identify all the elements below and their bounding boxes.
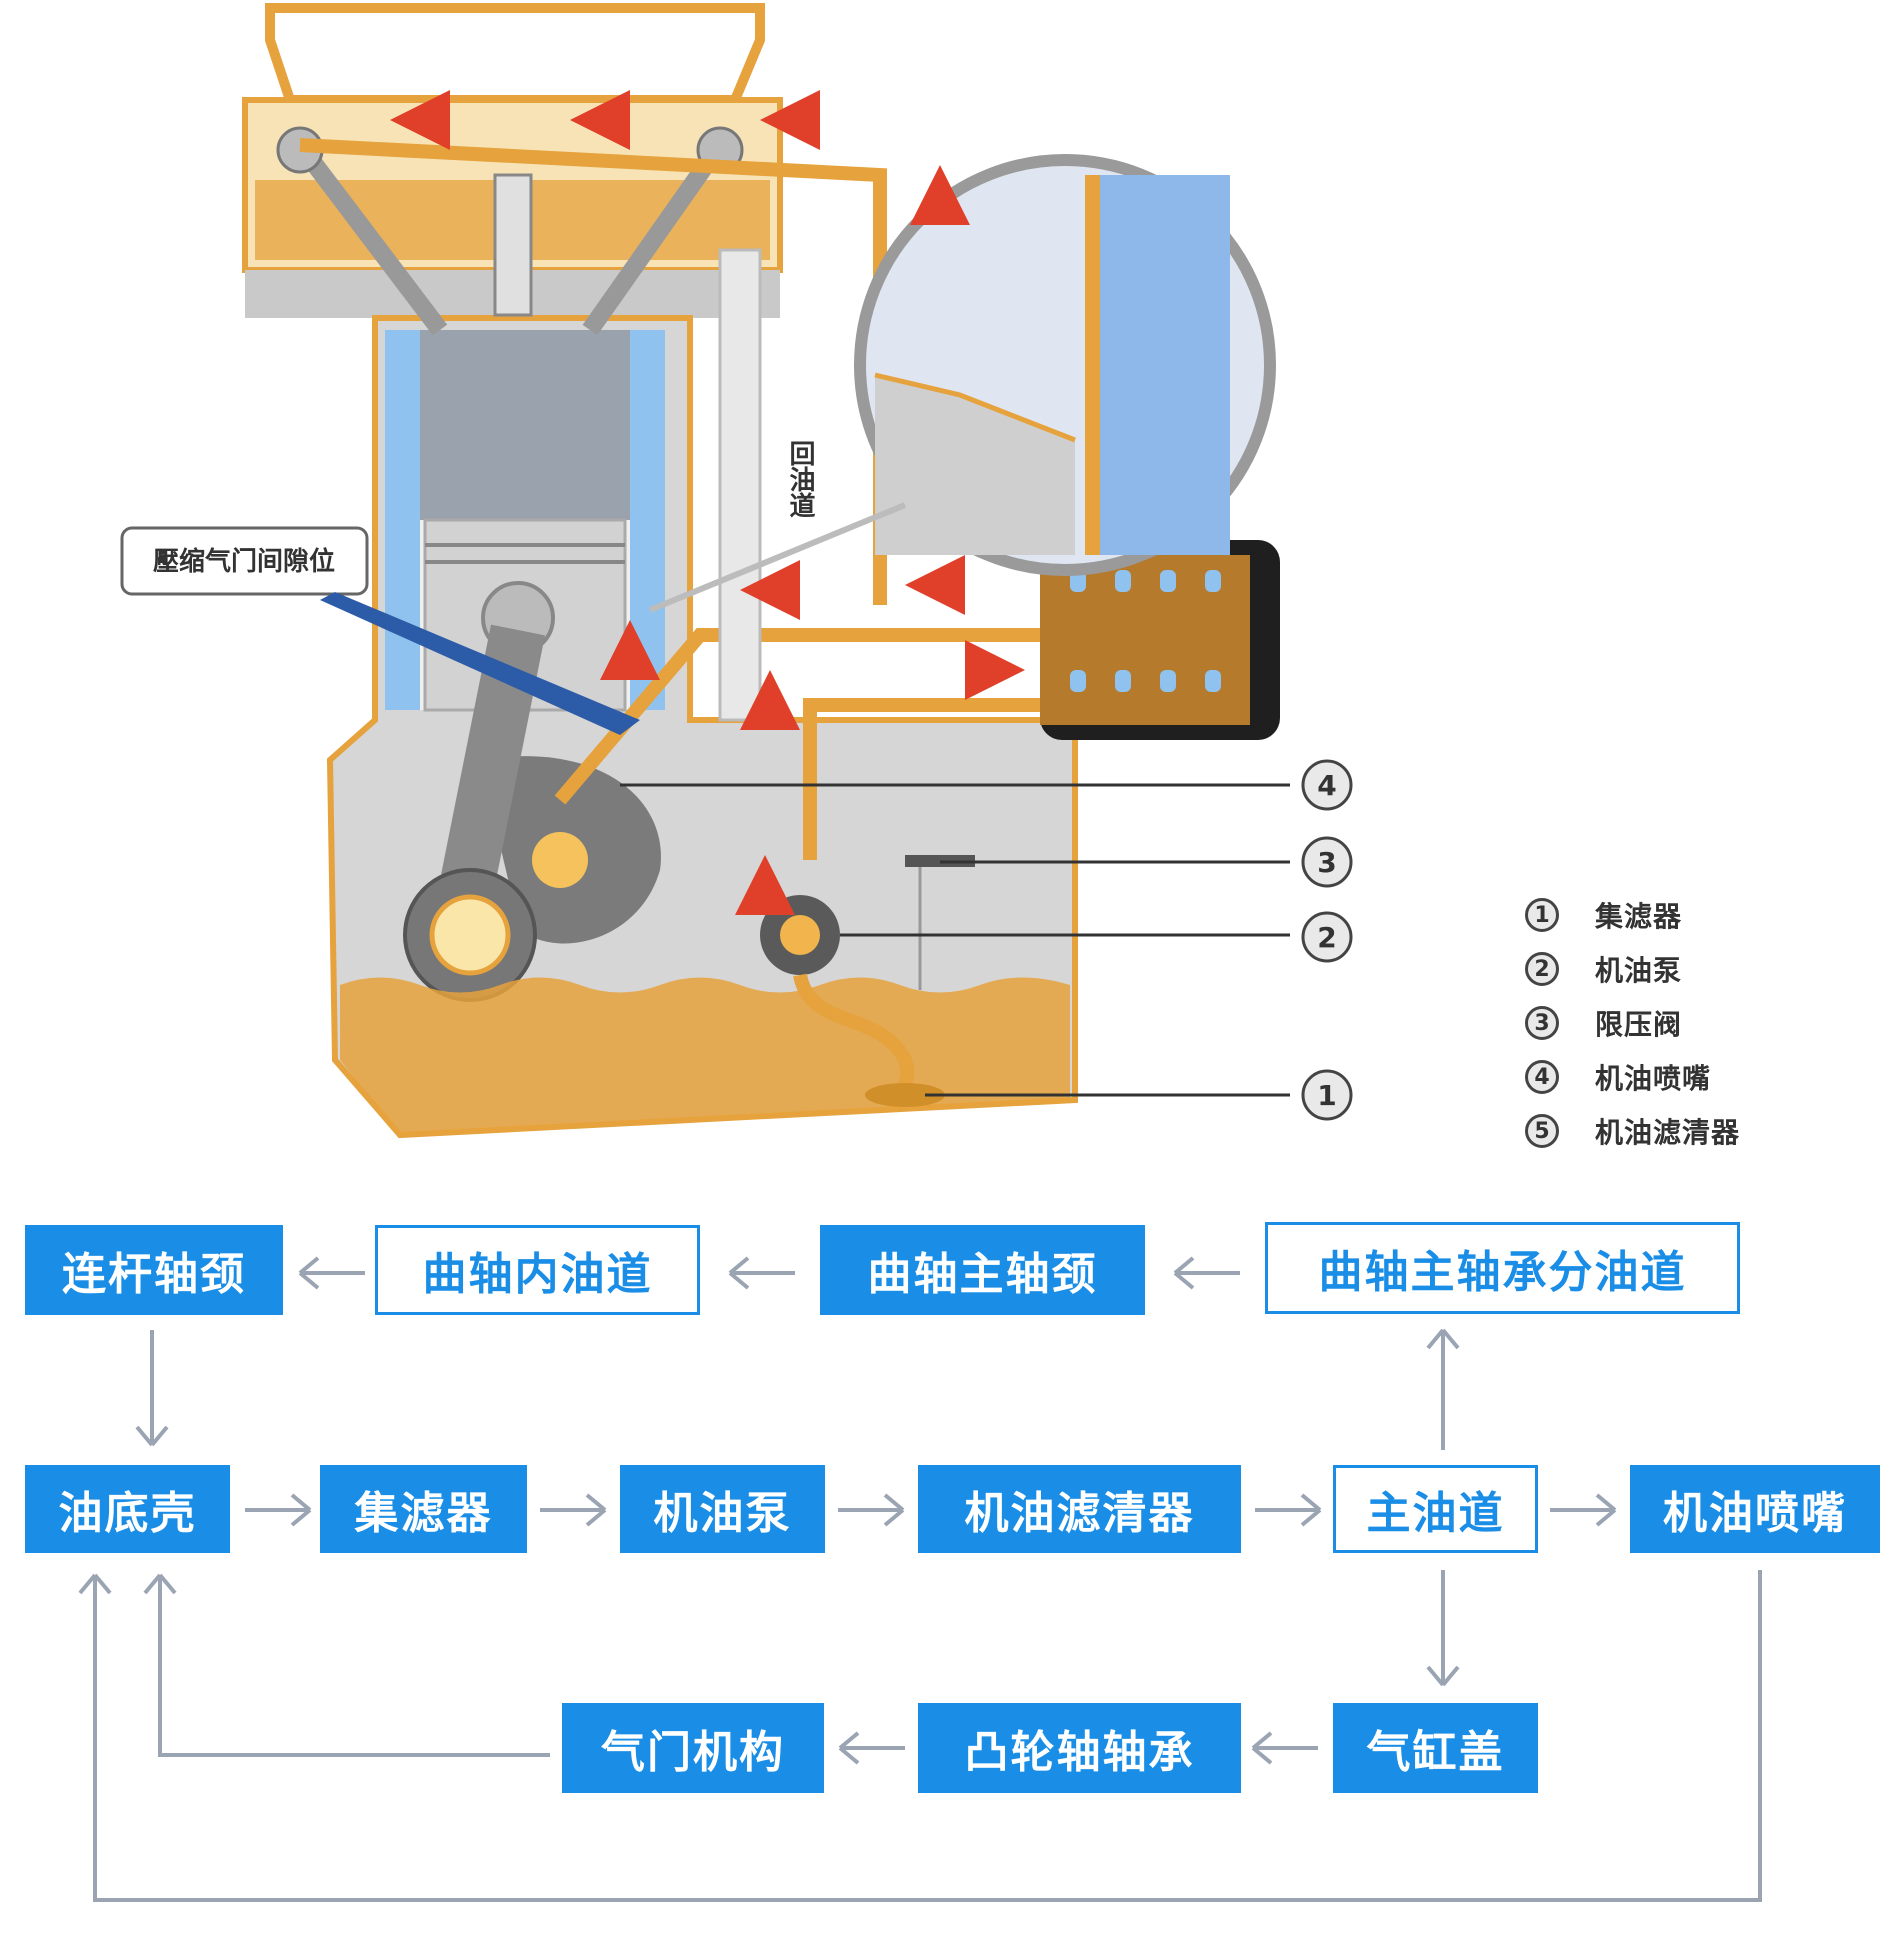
svg-text:3: 3	[1317, 846, 1336, 879]
leader-lines	[620, 783, 1290, 1097]
flow-node-conrod-journal: 连杆轴颈	[25, 1225, 283, 1315]
arrow-right	[245, 1493, 312, 1527]
arrow-right	[540, 1493, 607, 1527]
marker-1: 1	[1301, 1069, 1353, 1121]
oil-sump	[340, 977, 1070, 1135]
flow-node-main-gallery: 主油道	[1333, 1465, 1538, 1553]
intake-valve	[292, 139, 448, 336]
return-passage	[718, 248, 762, 722]
flow-node-crank-main-journal: 曲轴主轴颈	[820, 1225, 1145, 1315]
arrow-right	[838, 1493, 905, 1527]
return-passage-label: 回油道	[785, 440, 815, 518]
coolant-right	[630, 330, 665, 710]
callout-text: 壓缩气门间隙位	[153, 546, 335, 577]
arrow-down	[1426, 1570, 1460, 1687]
arrow-left	[838, 1731, 905, 1765]
return-loop-valvetrain	[143, 1573, 550, 1757]
arrow-left	[298, 1256, 365, 1290]
flow-node-oil-filter: 机油滤清器	[918, 1465, 1241, 1553]
engine-lubrication-diagram: 壓缩气门间隙位 回油道 4 3 2 1	[120, 3, 1353, 1139]
coolant-left	[385, 330, 420, 710]
callout-pointer	[320, 592, 640, 735]
exhaust-valve	[582, 139, 728, 336]
svg-text:1: 1	[1317, 1079, 1336, 1112]
filter-openings	[1070, 570, 1221, 692]
marker-2: 2	[1301, 911, 1353, 963]
flow-node-valve-train: 气门机构	[562, 1703, 824, 1793]
oil-strainer	[865, 1083, 945, 1107]
flow-node-camshaft-bearing: 凸轮轴轴承	[918, 1703, 1241, 1793]
spark-plug	[493, 173, 533, 317]
arrow-left	[728, 1256, 795, 1290]
flow-node-crank-oil-passage: 曲轴内油道	[375, 1225, 700, 1315]
marker-4: 4	[1301, 759, 1353, 811]
flow-node-cylinder-head: 气缸盖	[1333, 1703, 1538, 1793]
oil-flow-arrows	[390, 90, 1025, 915]
arrow-left	[1173, 1256, 1240, 1290]
callout-box	[120, 526, 369, 596]
arrow-down	[135, 1330, 169, 1447]
arrow-left	[1251, 1731, 1318, 1765]
valve-cover	[265, 3, 765, 105]
arrow-up	[1426, 1328, 1460, 1450]
combustion-chamber	[420, 330, 630, 520]
flow-node-oil-pump: 机油泵	[620, 1465, 825, 1553]
flow-node-main-bearing-gallery: 曲轴主轴承分油道	[1265, 1222, 1740, 1314]
crank-supply-line	[554, 628, 1070, 805]
svg-text:4: 4	[1317, 769, 1336, 802]
flow-node-oil-nozzle: 机油喷嘴	[1630, 1465, 1880, 1553]
flow-node-oil-pan: 油底壳	[25, 1465, 230, 1553]
arrow-right	[1255, 1493, 1322, 1527]
arrow-right	[1550, 1493, 1617, 1527]
svg-text:2: 2	[1317, 921, 1336, 954]
main-gallery	[803, 698, 1070, 860]
flow-node-strainer: 集滤器	[320, 1465, 527, 1553]
marker-3: 3	[1301, 836, 1353, 888]
